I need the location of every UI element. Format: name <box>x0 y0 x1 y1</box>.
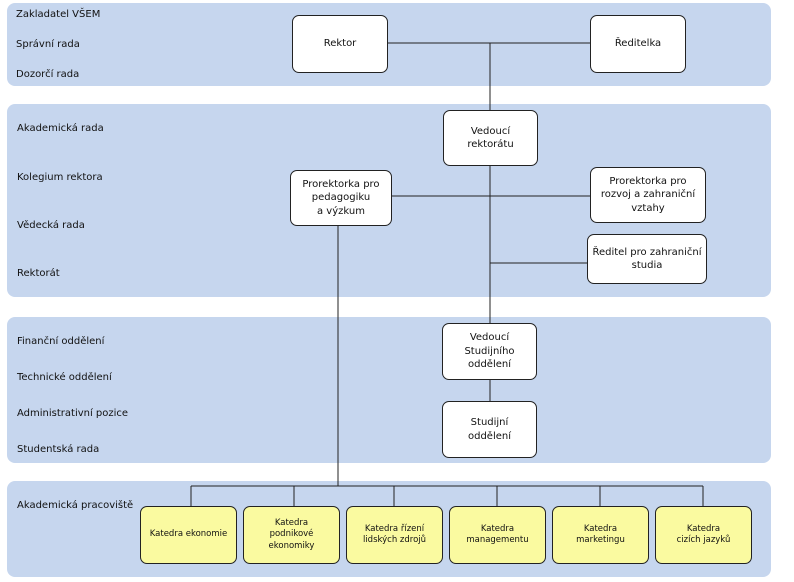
dept-ekonomie: Katedra ekonomie <box>140 506 237 564</box>
node-vedouci-studijniho: Vedoucí Studijního oddělení <box>442 323 537 380</box>
band-label-rectorate: Rektorát <box>17 268 60 279</box>
node-reditel-zahranicni: Ředitel pro zahraniční studia <box>587 234 707 284</box>
dept-managementu: Katedra managementu <box>449 506 546 564</box>
dept-cizich-jazyku: Katedra cizích jazyků <box>655 506 752 564</box>
node-reditelka: Ředitelka <box>590 15 686 73</box>
band-label-rector-board: Kolegium rektora <box>17 172 103 183</box>
band-label-workplaces: Akademická pracoviště <box>17 500 134 511</box>
band-label-founder: Zakladatel VŠEM <box>16 9 101 20</box>
node-studijni-oddeleni: Studijní oddělení <box>442 401 537 458</box>
dept-rizeni-lidskych-zdroju: Katedra řízení lidských zdrojů <box>346 506 443 564</box>
band-label-finance: Finanční oddělení <box>17 336 105 347</box>
node-rektor: Rektor <box>292 15 388 73</box>
dept-podnikove-ekonomiky: Katedra podnikové ekonomiky <box>243 506 340 564</box>
band-label-student-council: Studentská rada <box>17 444 100 455</box>
dept-marketingu: Katedra marketingu <box>552 506 649 564</box>
node-vedouci-rektoratu: Vedoucí rektorátu <box>443 110 538 166</box>
node-prorektorka-pedagogika: Prorektorka pro pedagogiku a výzkum <box>290 170 392 226</box>
band-label-academic-council: Akademická rada <box>17 123 104 134</box>
band-label-technical: Technické oddělení <box>17 372 112 383</box>
admin-band <box>7 317 771 463</box>
band-label-board: Správní rada <box>16 39 80 50</box>
node-prorektorka-rozvoj: Prorektorka pro rozvoj a zahraniční vzta… <box>590 167 706 223</box>
band-label-supervisory: Dozorčí rada <box>16 69 80 80</box>
band-label-science-council: Vědecká rada <box>17 220 85 231</box>
band-label-administrative: Administrativní pozice <box>17 408 129 419</box>
